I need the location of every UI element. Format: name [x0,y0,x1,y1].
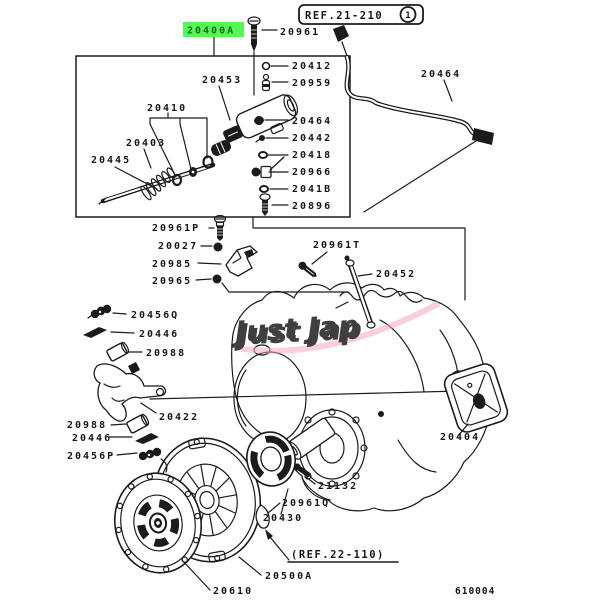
ref-circle-number: 1 [405,11,410,21]
part-label-20400A[interactable]: 20400A [187,26,235,37]
part-label-20500A[interactable]: 20500A [265,571,313,582]
bolt-20961 [247,16,261,52]
rod-20452 [344,255,376,329]
valve-20959 [261,73,271,92]
part-label-20464-pipe[interactable]: 20464 [421,69,461,80]
spring-20456Q [87,304,112,319]
part-label-20896[interactable]: 20896 [292,201,332,212]
drawing-code: 610004 [455,586,495,597]
highlighted-part-20400A[interactable]: 20400A [183,22,244,37]
release-fork-drawing [93,362,167,422]
bolt-20961T [298,261,317,277]
ref-circle-icon [399,6,417,23]
part-label-20988-b[interactable]: 20988 [67,420,107,431]
part-label-20446-b[interactable]: 20446 [72,433,112,444]
banjo-bolt-20896 [259,193,271,216]
part-label-20610[interactable]: 20610 [213,586,253,597]
spring-20456P [138,447,168,473]
part-label-20418[interactable]: 20418 [292,150,332,161]
part-label-20988-a[interactable]: 20988 [146,348,186,359]
part-label-20965[interactable]: 20965 [152,276,192,287]
nut-20965 [212,274,222,284]
part-label-20445[interactable]: 20445 [91,155,131,166]
part-label-20961T[interactable]: 20961T [313,240,361,251]
highlight-background [183,22,244,37]
part-label-20966[interactable]: 20966 [292,167,332,178]
part-label-20464-cap[interactable]: 20464 [292,116,332,127]
nut-20027 [213,242,223,252]
ref-top-label[interactable]: REF.21-210 [305,10,383,22]
part-label-20456P[interactable]: 20456P [67,451,115,462]
part-label-20959[interactable]: 20959 [292,78,332,89]
watermark: Just Jap Just Jap [229,300,441,354]
part-label-20452[interactable]: 20452 [376,269,416,280]
part-label-20961[interactable]: 20961 [280,27,320,38]
clutch-pipe-drawing [333,25,494,213]
bushing-20988-a [106,341,130,362]
part-label-20985[interactable]: 20985 [152,259,192,270]
clip-20446-b [135,433,159,444]
ref-21-210-callout[interactable]: REF.21-210 1 [298,4,424,25]
part-label-20422[interactable]: 20422 [159,412,199,423]
pin-20961Q [255,504,270,529]
part-label-21132[interactable]: 21132 [318,481,358,492]
part-label-20453[interactable]: 20453 [202,75,242,86]
leader-lines [108,29,469,591]
part-label-20412[interactable]: 20412 [292,61,332,72]
part-label-20430[interactable]: 20430 [263,513,303,524]
bolt-21132 [293,463,311,478]
part-label-2041B[interactable]: 2041B [292,184,332,195]
part-label-20404[interactable]: 20404 [440,432,480,443]
bracket-20985 [225,245,259,277]
clip-20446-a [83,327,107,338]
part-label-20961P[interactable]: 20961P [152,223,200,234]
part-label-20403[interactable]: 20403 [126,138,166,149]
master-cylinder-box [75,55,351,218]
cylinder-body [235,94,299,139]
fork-position-line [149,390,461,400]
part-labels: 20961 20464 20453 20410 20403 20445 2041… [67,27,495,597]
boot-bellows [140,167,176,201]
part-label-20446-a[interactable]: 20446 [139,329,179,340]
clutch-disc-drawing [113,472,203,574]
part-label-20027[interactable]: 20027 [158,241,198,252]
release-bearing-drawing [246,417,336,487]
ref-arrowhead [265,529,273,540]
watermark-swoosh [240,300,441,354]
bolt-20961P [213,214,227,241]
ref-bottom-label[interactable]: (REF.22-110) [291,549,385,561]
watermark-text: Just Jap [229,308,359,349]
part-label-20961Q[interactable]: 20961Q [282,498,330,509]
part-label-20442[interactable]: 20442 [292,133,332,144]
watermark-shadow-text: Just Jap [232,311,362,352]
part-label-20410[interactable]: 20410 [147,103,187,114]
part-label-20456Q[interactable]: 20456Q [131,310,179,321]
mount-bracket-drawing [443,363,509,433]
bushing-20988-b [126,413,150,434]
